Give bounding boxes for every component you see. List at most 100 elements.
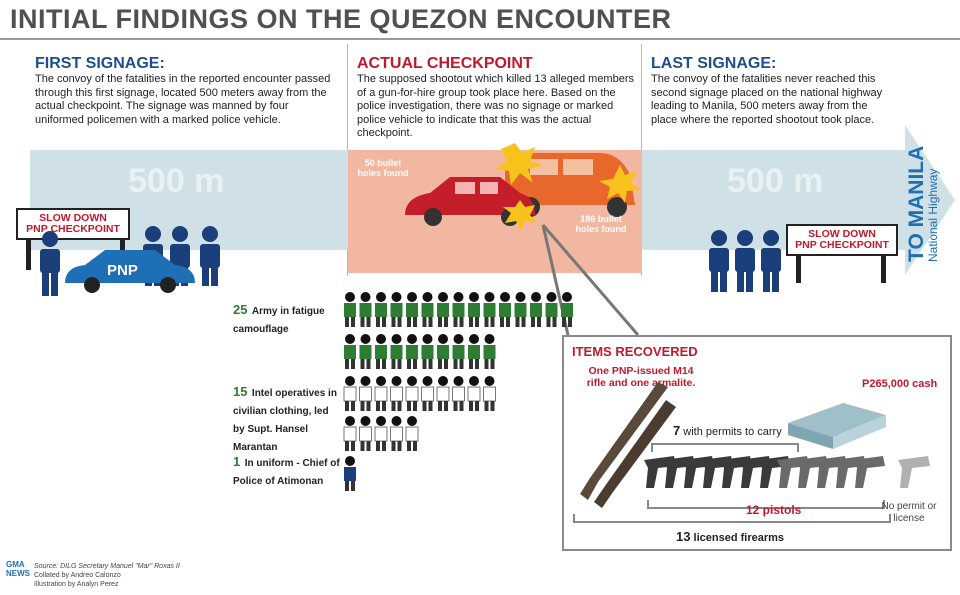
intel-figure bbox=[436, 376, 450, 411]
intel-text: Intel operatives in civilian clothing, l… bbox=[233, 388, 337, 453]
army-figure bbox=[545, 292, 558, 327]
intel-figure bbox=[359, 376, 372, 411]
intel-figure bbox=[359, 416, 372, 451]
intel-figure bbox=[343, 376, 357, 411]
burst-icon bbox=[599, 165, 641, 203]
sign-right-line2: PNP CHECKPOINT bbox=[795, 239, 889, 251]
police-car-label: PNP bbox=[107, 262, 138, 279]
policeman-icon bbox=[200, 226, 220, 286]
last-signage-body: The convoy of the fatalities never reach… bbox=[651, 73, 883, 126]
cash-label: P265,000 cash bbox=[862, 378, 938, 390]
intel-figure bbox=[374, 376, 388, 411]
first-signage-heading: FIRST SIGNAGE: bbox=[35, 55, 165, 72]
personnel-army-legend: 25 Army in fatigue camouflage bbox=[233, 301, 341, 337]
army-text: Army in fatigue camouflage bbox=[233, 306, 325, 335]
pistol-icon bbox=[898, 456, 930, 488]
sign-left-line2: PNP CHECKPOINT bbox=[26, 223, 120, 235]
slow-down-sign-right: SLOW DOWN PNP CHECKPOINT bbox=[786, 224, 898, 256]
slow-down-sign-left: SLOW DOWN PNP CHECKPOINT bbox=[16, 208, 130, 240]
gma-news-logo: GMA NEWS bbox=[6, 560, 30, 578]
intel-figure bbox=[483, 376, 496, 411]
intel-figure bbox=[390, 376, 403, 411]
road-policemen-right bbox=[709, 230, 781, 292]
army-figure bbox=[468, 292, 480, 327]
army-figure bbox=[499, 292, 511, 327]
army-figure bbox=[530, 292, 542, 327]
rifles-label: One PNP-issued M14 rifle and one armalit… bbox=[586, 365, 696, 389]
permits-label: 7 with permits to carry bbox=[673, 423, 782, 438]
page-title: INITIAL FINDINGS ON THE QUEZON ENCOUNTER bbox=[10, 4, 672, 34]
army-figure bbox=[421, 334, 434, 369]
army-figure bbox=[437, 334, 449, 369]
first-signage-section: FIRST SIGNAGE: The convoy of the fatalit… bbox=[35, 55, 335, 127]
personnel-figures bbox=[343, 292, 573, 491]
distance-label-right: 500 m bbox=[727, 162, 824, 200]
army-figure bbox=[359, 334, 372, 369]
bullet-label-car1: 50 bullet holes found bbox=[357, 158, 409, 178]
burst-icon bbox=[503, 200, 537, 231]
last-signage-section: LAST SIGNAGE: The convoy of the fataliti… bbox=[651, 55, 891, 127]
army-figure bbox=[468, 334, 480, 369]
intel-figure bbox=[452, 376, 465, 411]
army-figure bbox=[483, 334, 496, 369]
pistols-brace bbox=[647, 500, 885, 509]
intel-figure bbox=[390, 416, 403, 451]
first-signage-body: The convoy of the fatalities in the repo… bbox=[35, 73, 331, 126]
national-highway-label: National Highway bbox=[926, 168, 940, 262]
policeman-icon bbox=[761, 230, 781, 292]
credit-source: Source: DILG Secretary Manuel "Mar" Roxa… bbox=[34, 563, 180, 570]
uniform-text: In uniform - Chief of Police of Atimonan bbox=[233, 458, 340, 487]
intel-figure bbox=[467, 376, 481, 411]
army-count: 25 bbox=[233, 302, 248, 317]
actual-checkpoint-section: ACTUAL CHECKPOINT The supposed shootout … bbox=[357, 55, 639, 141]
sign-post-right bbox=[796, 243, 886, 283]
pistols-label: 12 pistols bbox=[746, 503, 802, 517]
army-figure bbox=[452, 292, 465, 327]
army-figure bbox=[483, 292, 496, 327]
army-figure bbox=[390, 292, 403, 327]
intel-figure bbox=[405, 416, 419, 451]
bullet-label-car2: 186 bullet holes found bbox=[575, 214, 627, 234]
items-recovered-heading: ITEMS RECOVERED bbox=[572, 344, 698, 359]
sign-left-line1: SLOW DOWN bbox=[39, 212, 107, 224]
pistols-row bbox=[644, 456, 930, 488]
army-figure bbox=[406, 334, 418, 369]
intel-figure bbox=[343, 416, 357, 451]
permits-text: with permits to carry bbox=[683, 426, 782, 438]
uniform-figure bbox=[344, 456, 356, 491]
policeman-icon bbox=[40, 231, 60, 296]
personnel-intel-legend: 15 Intel operatives in civilian clothing… bbox=[233, 383, 341, 455]
actual-checkpoint-body: The supposed shootout which killed 13 al… bbox=[357, 73, 634, 139]
intel-count: 15 bbox=[233, 384, 248, 399]
personnel-uniform-legend: 1 In uniform - Chief of Police of Atimon… bbox=[233, 453, 341, 489]
army-figure bbox=[344, 334, 356, 369]
shootout-cars bbox=[405, 143, 641, 231]
army-figure bbox=[359, 292, 372, 327]
army-figure bbox=[390, 334, 403, 369]
intel-figure bbox=[405, 376, 419, 411]
permits-count: 7 bbox=[673, 423, 681, 438]
no-permit-label: No permit or license bbox=[881, 501, 937, 524]
army-figure bbox=[561, 292, 573, 327]
sign-right-line1: SLOW DOWN bbox=[808, 228, 876, 240]
credit-illustration: Illustration by Analyn Perez bbox=[34, 581, 119, 588]
police-car bbox=[65, 250, 195, 293]
credits: Source: DILG Secretary Manuel "Mar" Roxa… bbox=[34, 562, 180, 589]
army-figure bbox=[375, 334, 387, 369]
cash-icon bbox=[788, 403, 886, 449]
intel-figure bbox=[374, 416, 388, 451]
intel-figure bbox=[421, 376, 434, 411]
distance-label-left: 500 m bbox=[128, 162, 225, 200]
army-figure bbox=[375, 292, 387, 327]
title-divider bbox=[0, 38, 960, 40]
licensed-text: licensed firearms bbox=[693, 532, 785, 544]
policeman-icon bbox=[709, 230, 729, 292]
army-figure bbox=[421, 292, 434, 327]
credit-collated: Collated by Andreo Calonzo bbox=[34, 572, 121, 579]
policeman-icon bbox=[735, 230, 755, 292]
army-figure bbox=[514, 292, 527, 327]
red-car bbox=[405, 177, 535, 226]
army-figure bbox=[437, 292, 449, 327]
burst-icon bbox=[495, 143, 543, 185]
rifles-icon bbox=[580, 382, 676, 508]
